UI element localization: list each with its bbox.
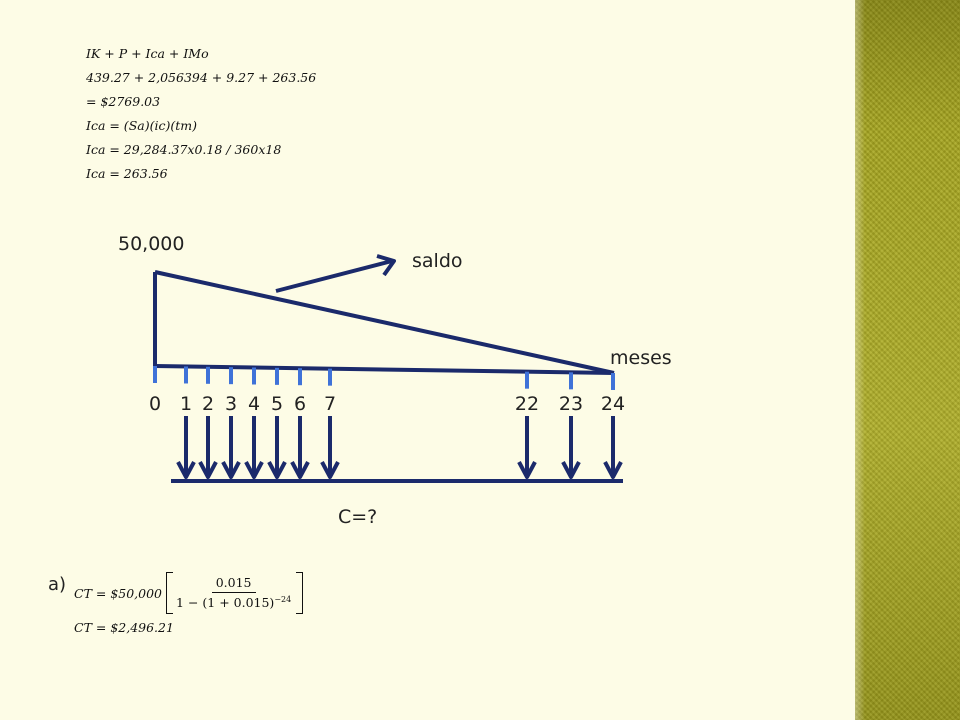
period-label: 7 [324, 393, 336, 415]
payment-arrow [244, 416, 264, 479]
formula-line: Ica = 263.56 [86, 166, 168, 181]
period-label: 24 [601, 393, 625, 415]
payment-arrow [517, 416, 537, 479]
period-label: 22 [515, 393, 539, 415]
formula-line: = $2769.03 [86, 94, 161, 109]
saldo-label: saldo [412, 250, 463, 272]
principal-label: 50,000 [118, 233, 184, 255]
denominator-base: 1 − (1 + 0.015) [176, 595, 275, 611]
formula-line: 439.27 + 2,056394 + 9.27 + 263.56 [86, 70, 317, 85]
payment-arrow [320, 416, 340, 479]
payment-arrow-head [561, 461, 581, 479]
payment-arrow-head [267, 461, 287, 479]
payment-arrow [561, 416, 581, 479]
answer-label: a) [48, 574, 67, 595]
payment-arrow [603, 416, 623, 479]
payment-arrow-head [176, 461, 196, 479]
payment-arrow [267, 416, 287, 479]
payment-arrow [221, 416, 241, 479]
period-label: 3 [225, 393, 237, 415]
period-label: 0 [149, 393, 161, 415]
payment-arrow-head [290, 461, 310, 479]
payment-arrow-head [221, 461, 241, 479]
ct-equation: CT = $50,000 0.015 1 − (1 + 0.015)−24 [74, 572, 304, 614]
formula-line: IK + P + Ica + IMo [86, 46, 209, 61]
payment-arrow-head [244, 461, 264, 479]
time-axis-line [154, 364, 615, 375]
ct-result: CT = $2,496.21 [74, 620, 174, 635]
formula-line: Ica = (Sa)(ic)(tm) [86, 118, 197, 133]
payment-arrow-head [320, 461, 340, 479]
payment-label: C=? [338, 506, 377, 528]
denominator-exponent: −24 [274, 595, 292, 605]
payment-arrows [176, 416, 623, 479]
fraction-denominator: 1 − (1 + 0.015)−24 [176, 593, 291, 610]
period-label: 5 [271, 393, 283, 415]
period-label: 6 [294, 393, 306, 415]
ct-lhs: CT = $50,000 [74, 585, 163, 601]
left-bracket [166, 572, 174, 614]
period-ticks [153, 366, 615, 390]
period-label: 23 [559, 393, 583, 415]
period-label: 2 [202, 393, 214, 415]
period-label: 1 [180, 393, 192, 415]
meses-label: meses [610, 347, 672, 369]
saldo-pointer-arrow [275, 259, 393, 293]
payment-arrow [198, 416, 218, 479]
fraction-numerator: 0.015 [211, 575, 256, 594]
saldo-arrowhead [376, 254, 396, 277]
decorative-side-panel [855, 0, 960, 720]
payment-arrow [176, 416, 196, 479]
period-label: 4 [248, 393, 260, 415]
payment-arrow-head [603, 461, 623, 479]
right-bracket [296, 572, 304, 614]
formula-block: IK + P + Ica + IMo 439.27 + 2,056394 + 9… [86, 42, 346, 186]
payment-arrow-head [198, 461, 218, 479]
balance-decline-line [154, 270, 615, 375]
payment-arrow [290, 416, 310, 479]
annuity-fraction: 0.015 1 − (1 + 0.015)−24 [176, 575, 291, 610]
payment-arrow-head [517, 461, 537, 479]
formula-line: Ica = 29,284.37x0.18 / 360x18 [86, 142, 282, 157]
